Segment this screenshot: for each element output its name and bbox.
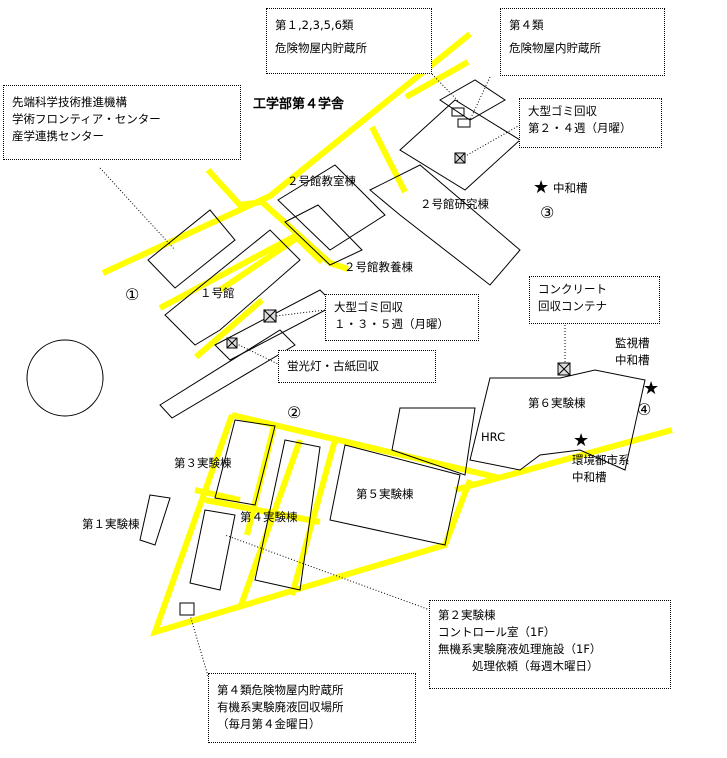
- callout-hazmat-1-6: 第１,2,3,5,6類 危険物屋内貯蔵所: [266, 8, 432, 74]
- box-icon: [263, 309, 277, 323]
- map-title: 工学部第４学舎: [253, 97, 345, 112]
- callout-line: １・３・５週（月曜）: [334, 317, 449, 331]
- callout-line: 学術フロンティア・センター: [12, 112, 161, 126]
- road-lab3-mid: [194, 487, 241, 503]
- label-env-neutralizer: 中和槽: [572, 470, 607, 484]
- road-lab4-right: [237, 438, 303, 610]
- road-lab5-left: [289, 439, 338, 596]
- road-north-spur: [369, 125, 408, 194]
- building-lab6: [469, 369, 646, 471]
- collection-boxes: [226, 152, 571, 376]
- label-env-civil: 環境都市系: [572, 453, 630, 467]
- marker-4: ④: [637, 400, 652, 419]
- callout-line: 無機系実験廃液処理施設（1F）: [438, 642, 602, 656]
- building-small-hut: [179, 602, 195, 616]
- box-icon: [557, 362, 571, 376]
- marker-1: ①: [125, 285, 140, 304]
- building-bldg2-liberal: [284, 204, 363, 266]
- callout-line: 産学連携センター: [12, 129, 104, 143]
- label-bldg1: １号館: [200, 286, 235, 300]
- star-icon: ★: [533, 177, 550, 198]
- leader-lines: [99, 71, 566, 677]
- callout-line: 処理依頼（毎週木曜日）: [472, 659, 599, 673]
- road-north-diagonal: [101, 31, 472, 276]
- building-lab5: [329, 444, 461, 546]
- roads: [101, 31, 673, 637]
- label-bldg2-research: ２号館研究棟: [420, 197, 489, 211]
- callout-line: 第４類危険物屋内貯蔵所: [217, 683, 344, 697]
- box-icon: [454, 152, 466, 164]
- callout-line: 先端科学技術推進機構: [12, 95, 127, 109]
- marker-2: ②: [287, 403, 302, 422]
- buildings: [26, 79, 646, 616]
- label-monitor-tank: 監視槽: [615, 336, 650, 350]
- callout-line: 大型ゴミ回収: [528, 104, 597, 118]
- marker-3: ③: [540, 203, 555, 222]
- label-hrc: HRC: [481, 430, 506, 444]
- road-mid-link: [218, 233, 302, 293]
- star-icon: ★: [573, 430, 590, 451]
- callout-concrete: コンクリート 回収コンテナ: [529, 276, 660, 324]
- road-west-spur: [205, 167, 349, 272]
- callout-hazmat4-organic: 第４類危険物屋内貯蔵所 有機系実験廃液回収場所 （毎月第４金曜日）: [208, 673, 416, 743]
- label-lab3: 第３実験棟: [174, 456, 232, 470]
- callout-line: コントロール室（1F）: [438, 625, 556, 639]
- callout-frontier: 先端科学技術推進機構 学術フロンティア・センター 産学連携センター: [3, 85, 241, 160]
- building-bldg1: [164, 229, 301, 346]
- building-small-store-2: [457, 118, 471, 128]
- callout-line: 第２・４週（月曜）: [528, 121, 632, 135]
- building-bldg2-classroom: [277, 164, 386, 251]
- callout-line: 危険物屋内貯蔵所: [509, 41, 601, 55]
- road-lab3-top: [244, 421, 278, 536]
- building-lab4-a: [189, 509, 236, 591]
- callout-line: 回収コンテナ: [538, 299, 607, 313]
- building-bldg2-research: [369, 164, 521, 286]
- callout-line: 有機系実験廃液回収場所: [217, 700, 344, 714]
- building-rotunda: [26, 339, 104, 417]
- callout-line: （毎月第４金曜日）: [217, 717, 321, 731]
- callout-line: 第４類: [509, 18, 544, 32]
- callout-garbage-24: 大型ゴミ回収 第２・４週（月曜）: [519, 98, 662, 148]
- road-left-branch: [158, 232, 325, 311]
- callout-line: 蛍光灯・古紙回収: [287, 359, 379, 373]
- building-lab1: [139, 494, 171, 546]
- road-bldg1-inner: [194, 297, 264, 360]
- callout-line: 第１,2,3,5,6類: [275, 18, 354, 32]
- callout-garbage-135: 大型ゴミ回収 １・３・５週（月曜）: [325, 294, 479, 341]
- callout-line: コンクリート: [538, 282, 607, 296]
- star-icon: ★: [643, 378, 660, 399]
- building-south-arm: [159, 329, 296, 419]
- building-lab4-b: [254, 439, 321, 591]
- callout-lab2-control: 第２実験棟 コントロール室（1F） 無機系実験廃液処理施設（1F） 処理依頼（毎…: [429, 600, 671, 689]
- label-neutralizer: 中和槽: [553, 181, 588, 195]
- label-lab5: 第５実験棟: [356, 487, 414, 501]
- building-bldg2-north-wing: [439, 79, 506, 121]
- road-lab4-top: [204, 497, 321, 525]
- building-lab3: [214, 419, 276, 506]
- box-icon: [226, 337, 238, 349]
- building-hrc-north: [391, 407, 476, 476]
- road-east: [454, 427, 673, 493]
- callout-line: 大型ゴミ回収: [334, 300, 403, 314]
- building-frontier: [147, 209, 236, 289]
- label-monitor-neutralizer: 中和槽: [615, 353, 650, 367]
- building-small-store-1: [451, 107, 465, 117]
- label-lab1: 第１実験棟: [82, 517, 140, 531]
- label-lab4: 第４実験棟: [240, 510, 298, 524]
- label-bldg2-liberal: ２号館教養棟: [344, 260, 413, 274]
- label-lab6: 第６実験棟: [528, 396, 586, 410]
- callout-hazmat-4: 第４類 危険物屋内貯蔵所: [500, 8, 665, 76]
- callout-fluorescent: 蛍光灯・古紙回収: [278, 350, 436, 383]
- road-northeast: [404, 59, 470, 100]
- callout-line: 第２実験棟: [438, 608, 496, 622]
- callout-line: 危険物屋内貯蔵所: [275, 41, 367, 55]
- label-bldg2-classroom: ２号館教室棟: [287, 174, 356, 188]
